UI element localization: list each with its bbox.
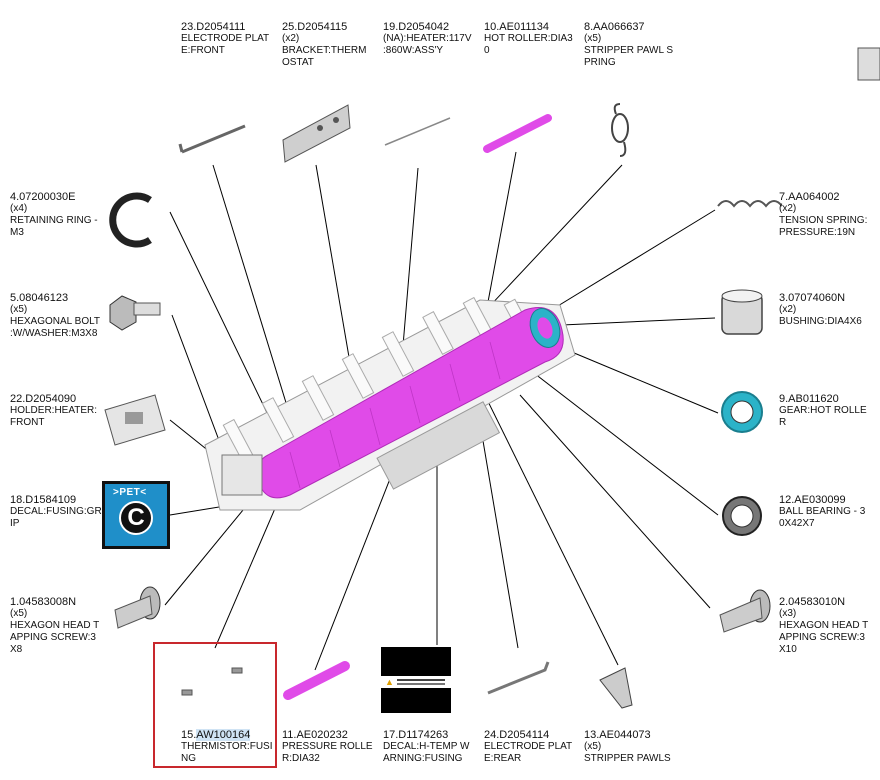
warning-fine-text [397, 679, 445, 681]
h-temp-warning-decal-icon: ▲ [381, 647, 451, 713]
part-label-7[interactable]: 7.AA064002(x2)TENSION SPRING: PRESSURE:1… [779, 191, 868, 238]
heater-holder-front-icon [104, 394, 166, 446]
hexagonal-bolt-icon [109, 295, 161, 331]
part-label-13[interactable]: 13.AE044073(x5)STRIPPER PAWLS [584, 729, 671, 764]
selected-part-highlight-box [153, 642, 277, 768]
stripper-pawls-icon [599, 667, 633, 709]
part-label-1[interactable]: 1.04583008N(x5)HEXAGON HEAD T APPING SCR… [10, 596, 100, 655]
pressure-roller-icon [283, 661, 350, 700]
fuser-assembly [204, 296, 576, 511]
part-label-3[interactable]: 3.07074060N(x2)BUSHING:DIA4X6 [779, 292, 862, 327]
part-label-5[interactable]: 5.08046123(x5)HEXAGONAL BOLT :W/WASHER:M… [10, 292, 101, 339]
bracket-thermostat-icon [282, 104, 351, 163]
electrode-plate-rear-icon [487, 661, 550, 695]
warning-triangle-icon: ▲ [385, 677, 394, 687]
part-label-8[interactable]: 8.AA066637(x5)STRIPPER PAWL S PRING [584, 21, 674, 68]
part-label-25[interactable]: 25.D2054115(x2)BRACKET:THERM OSTAT [282, 21, 367, 68]
decal-background: >PET< C [105, 484, 167, 546]
electrode-plate-front-icon [178, 124, 246, 154]
hot-roller-icon [483, 114, 552, 153]
decal-letter: C [119, 501, 153, 535]
tapping-screw-3x8-icon [114, 586, 161, 629]
selected-part-code: 15.AW100164 [181, 729, 251, 741]
tapping-screw-3x10-icon [719, 589, 771, 633]
fusing-grip-decal-icon: >PET< C [102, 481, 170, 549]
part-label-4[interactable]: 4.07200030E(x4)RETAINING RING - M3 [10, 191, 98, 238]
hot-roller-gear-icon [721, 391, 763, 433]
retaining-ring-icon [109, 192, 152, 248]
heater-icon [384, 117, 451, 146]
corner-fragment-icon [857, 47, 880, 81]
stripper-pawl-spring-icon [611, 103, 629, 157]
ball-bearing-icon [722, 496, 762, 536]
bushing-icon [721, 289, 763, 335]
decal-pet-text: >PET< [113, 487, 147, 498]
part-label-2[interactable]: 2.04583010N(x3)HEXAGON HEAD T APPING SCR… [779, 596, 869, 655]
selected-code-highlight: AW100164 [196, 729, 251, 741]
thermistor-icon [181, 667, 243, 696]
part-label-19[interactable]: 19.D2054042(NA):HEATER:117V :860W:ASS'Y [383, 21, 472, 56]
tension-spring-icon [717, 200, 783, 208]
